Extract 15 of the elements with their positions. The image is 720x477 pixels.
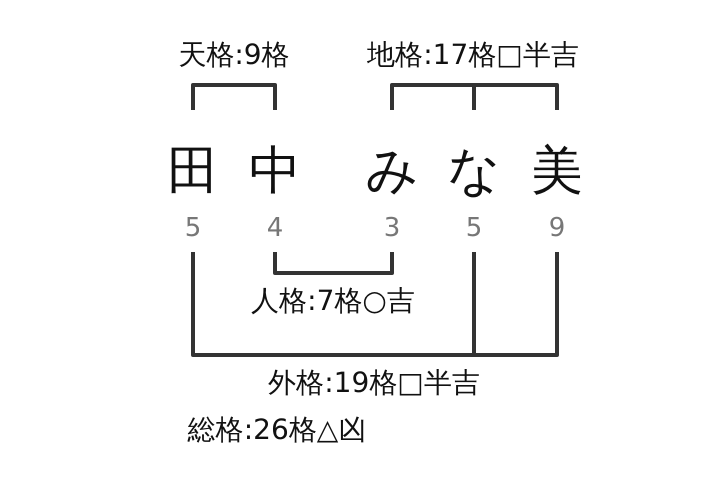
fortune-label: 天格:9格 <box>178 41 290 69</box>
name-character: な <box>448 145 500 197</box>
fortune-label: 総格:26格△凶 <box>188 416 366 444</box>
fortune-label: 外格:19格□半吉 <box>268 369 480 397</box>
name-character: 中 <box>249 145 301 197</box>
stroke-count: 4 <box>266 215 284 241</box>
fortune-label: 人格:7格○吉 <box>251 287 415 315</box>
stroke-count: 9 <box>548 215 566 241</box>
fortune-label: 地格:17格□半吉 <box>367 41 579 69</box>
stroke-count: 5 <box>184 215 202 241</box>
stroke-count: 5 <box>466 215 482 241</box>
name-character: み <box>366 145 418 197</box>
name-character: 田 <box>167 145 219 197</box>
stroke-count: 3 <box>384 215 400 241</box>
name-character: 美 <box>531 145 583 197</box>
